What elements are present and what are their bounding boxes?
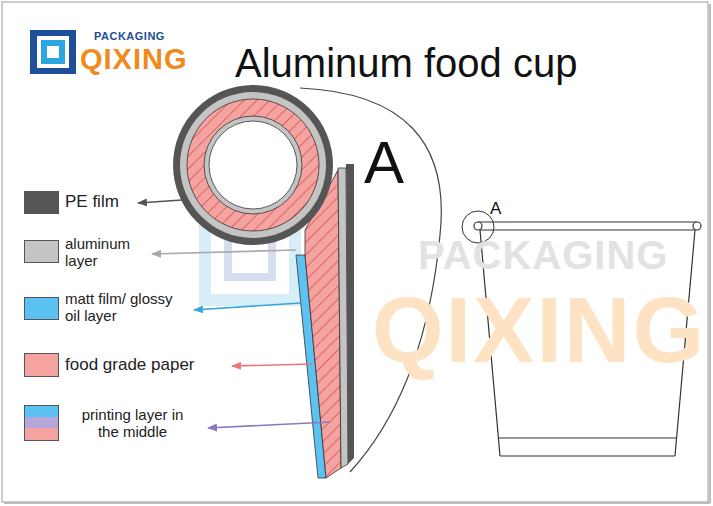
- legend-text: food grade paper: [65, 355, 230, 375]
- legend-swatch: [24, 297, 59, 320]
- logo-text: QIXING: [80, 43, 188, 76]
- logo-text: PACKAGING: [94, 30, 165, 43]
- detail-letter: A: [364, 128, 404, 197]
- legend-text: aluminum layer: [65, 235, 150, 270]
- legend-text: PE film: [65, 192, 135, 212]
- title: Aluminum food cup: [235, 40, 577, 86]
- legend-text: printing layer in the middle: [70, 406, 195, 441]
- legend-swatch: [24, 405, 59, 441]
- legend-swatch: [24, 240, 59, 263]
- legend-swatch: [24, 191, 59, 214]
- logo-icon: [30, 30, 76, 74]
- rolled-rim-section: [173, 85, 333, 245]
- legend-text: matt film/ glossy oil layer: [65, 290, 190, 325]
- watermark: QIXING: [372, 278, 706, 384]
- frame: [2, 2, 708, 502]
- leader-line: [138, 200, 330, 428]
- watermark: PACKAGING: [418, 232, 668, 278]
- legend-swatch: [24, 353, 59, 377]
- detail-letter: A: [490, 199, 501, 219]
